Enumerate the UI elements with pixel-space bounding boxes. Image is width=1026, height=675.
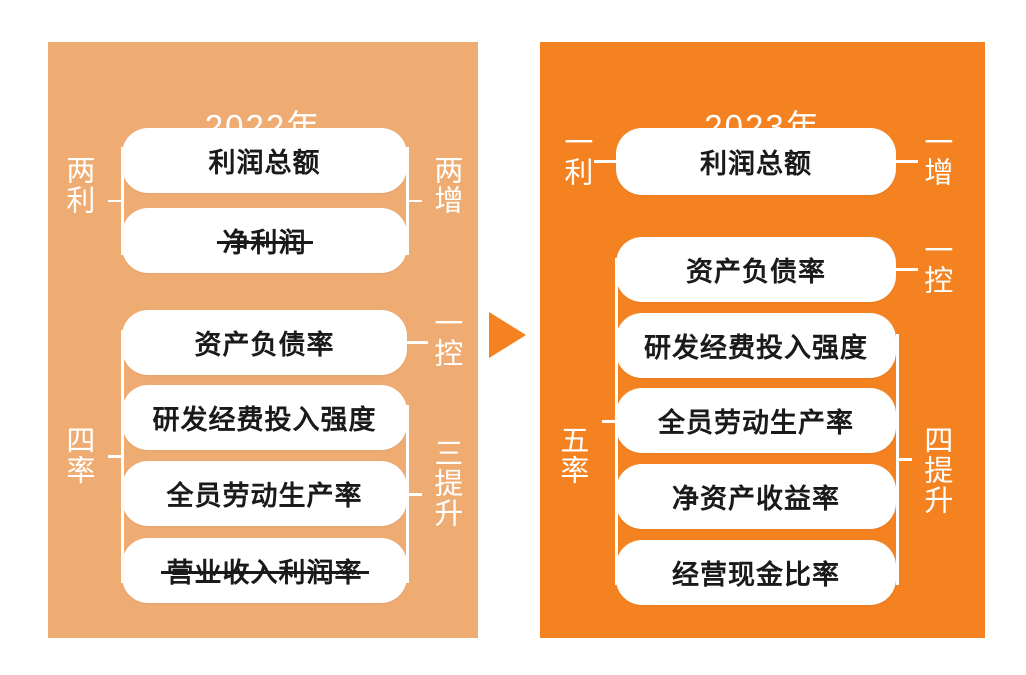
label-2023-one-control: 一控 bbox=[919, 235, 952, 295]
box-2022-operating-profit-margin[interactable]: 营业收入利润率 bbox=[122, 538, 407, 603]
bracket-2023-four-improvements bbox=[896, 334, 920, 585]
connector-2022-one-control bbox=[406, 341, 428, 344]
label-2023-four-improvements: 四提升 bbox=[919, 425, 952, 515]
box-2022-net-profit[interactable]: 净利润 bbox=[122, 208, 407, 273]
bracket-2022-three-improvements bbox=[406, 405, 430, 583]
box-2023-asset-liability-ratio[interactable]: 资产负债率 bbox=[616, 237, 896, 302]
box-2023-return-on-equity[interactable]: 净资产收益率 bbox=[616, 464, 896, 529]
box-label: 研发经费投入强度 bbox=[152, 405, 377, 435]
label-2022-two-increase: 两增 bbox=[429, 155, 462, 215]
connector-2023-one-profit bbox=[594, 160, 616, 163]
box-label: 利润总额 bbox=[700, 149, 812, 179]
bracket-2022-four-rates bbox=[100, 330, 124, 583]
box-label: 全员劳动生产率 bbox=[166, 481, 363, 511]
box-label: 经营现金比率 bbox=[672, 560, 840, 590]
box-2023-labor-productivity[interactable]: 全员劳动生产率 bbox=[616, 388, 896, 453]
box-label: 净利润 bbox=[216, 221, 313, 260]
box-label: 研发经费投入强度 bbox=[644, 333, 868, 363]
box-2022-asset-liability-ratio[interactable]: 资产负债率 bbox=[122, 310, 407, 375]
label-2022-three-improvements: 三提升 bbox=[429, 438, 462, 528]
label-2023-one-increase: 一增 bbox=[919, 127, 952, 187]
box-2022-profit-total[interactable]: 利润总额 bbox=[122, 128, 407, 193]
box-2023-operating-cash-ratio[interactable]: 经营现金比率 bbox=[616, 540, 896, 605]
box-2023-rd-intensity[interactable]: 研发经费投入强度 bbox=[616, 313, 896, 378]
bracket-2023-five-rates bbox=[594, 258, 618, 585]
box-label: 净资产收益率 bbox=[672, 484, 840, 514]
box-label: 资产负债率 bbox=[686, 257, 826, 287]
label-2022-two-profits: 两利 bbox=[61, 155, 94, 215]
box-2023-profit-total[interactable]: 利润总额 bbox=[616, 128, 896, 195]
connector-2023-one-increase bbox=[896, 160, 918, 163]
box-label: 资产负债率 bbox=[194, 330, 335, 360]
label-2022-four-rates: 四率 bbox=[61, 425, 94, 485]
label-2023-one-profit: 一利 bbox=[559, 127, 592, 187]
box-label: 营业收入利润率 bbox=[160, 551, 369, 590]
box-2022-labor-productivity[interactable]: 全员劳动生产率 bbox=[122, 461, 407, 526]
bracket-2022-two-increase bbox=[406, 147, 430, 255]
label-2023-five-rates: 五率 bbox=[555, 425, 588, 485]
label-2022-one-control: 一控 bbox=[429, 308, 462, 368]
connector-2023-one-control bbox=[896, 268, 918, 271]
bracket-2022-two-profits bbox=[100, 147, 124, 255]
box-2022-rd-intensity[interactable]: 研发经费投入强度 bbox=[122, 385, 407, 450]
box-label: 全员劳动生产率 bbox=[658, 408, 854, 438]
right-triangle-arrow-icon bbox=[489, 312, 526, 358]
box-label: 利润总额 bbox=[208, 148, 321, 178]
